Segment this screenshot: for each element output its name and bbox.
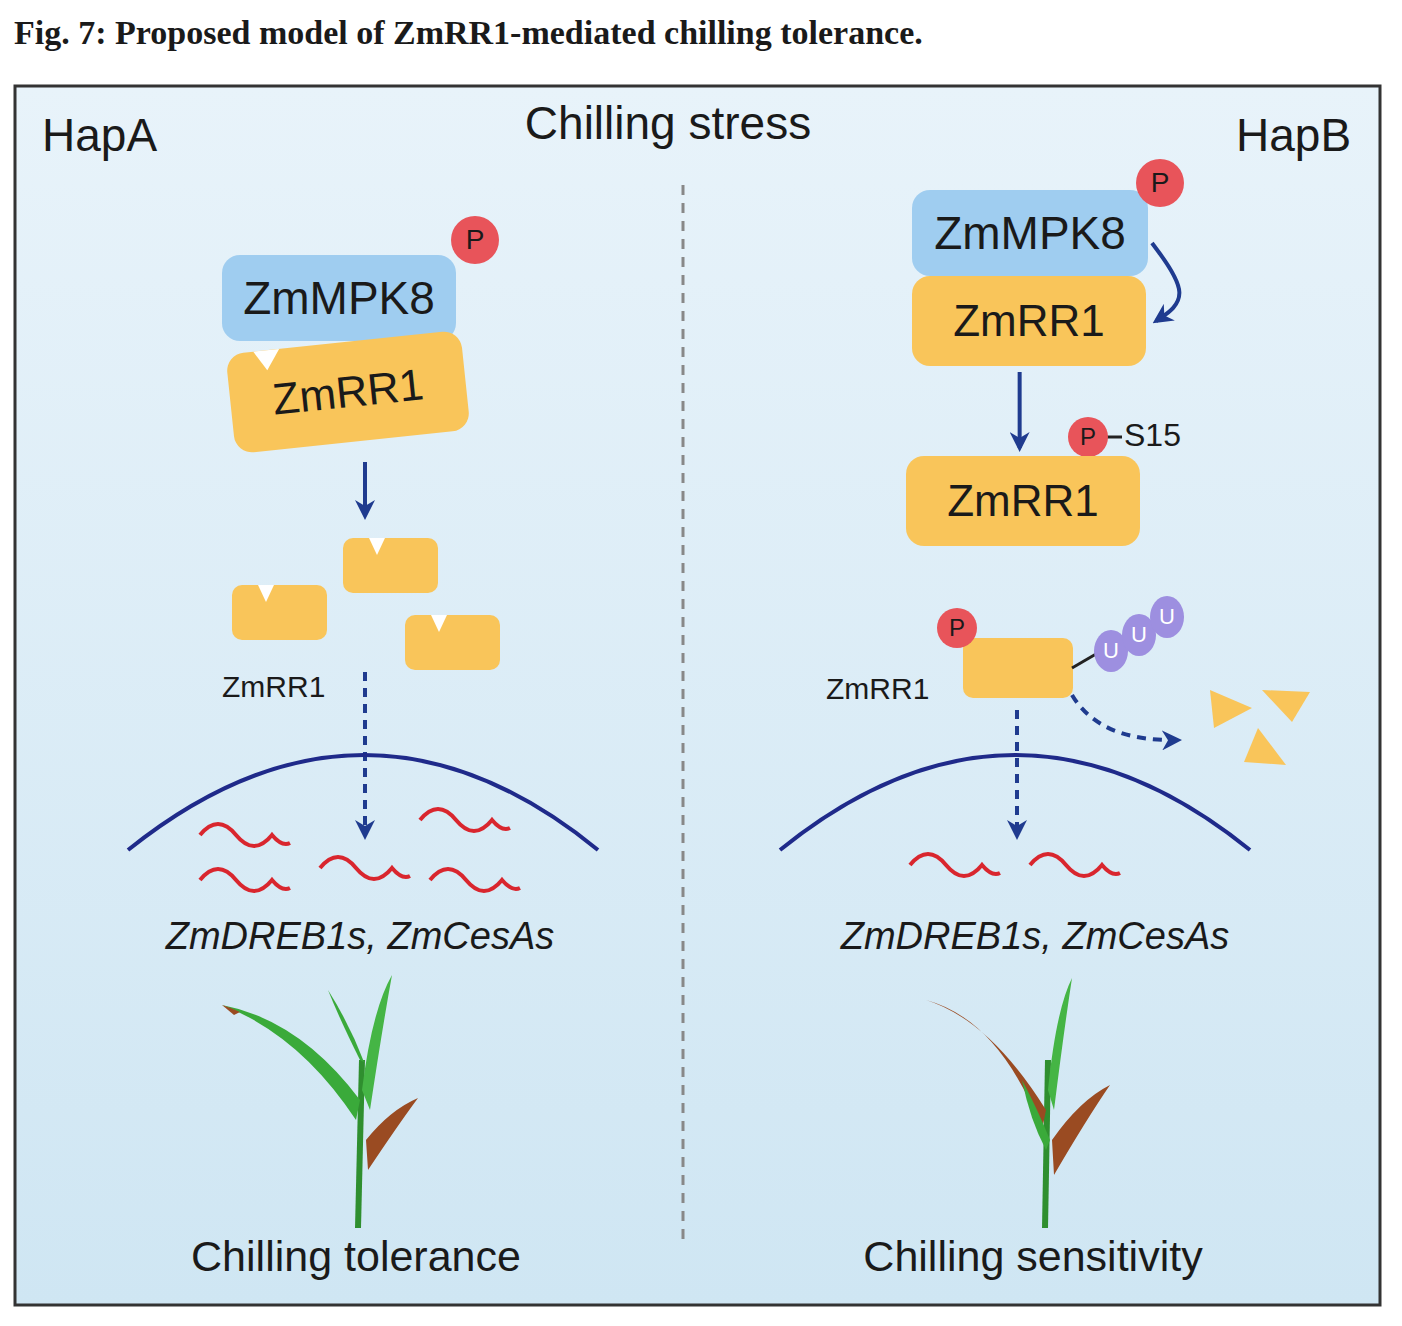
node-label: U xyxy=(1131,622,1147,648)
kinase-box: ZmMPK8 xyxy=(912,190,1148,276)
arrow xyxy=(363,462,367,516)
node-label: ZmRR1 xyxy=(953,296,1105,346)
phospho-mark: P xyxy=(937,608,977,648)
phospho-mark: P xyxy=(1068,417,1108,457)
protein-label: ZmRR1 xyxy=(826,672,929,706)
degraded-pieces xyxy=(1210,690,1310,765)
nucleus-envelope xyxy=(128,755,598,850)
dashed-arrow xyxy=(1072,695,1178,740)
plant xyxy=(926,978,1110,1228)
rr1-small xyxy=(963,638,1073,698)
plant xyxy=(222,975,418,1228)
kinase-box: ZmMPK8 xyxy=(222,255,456,341)
node-label: P xyxy=(949,614,965,642)
divider xyxy=(682,185,685,1240)
dashed-arrow xyxy=(1015,710,1019,836)
node-label: ZmRR1 xyxy=(947,476,1099,526)
rr1-fragments xyxy=(232,538,500,670)
mrna xyxy=(200,809,1120,891)
node-label: ZmMPK8 xyxy=(243,271,435,325)
node-label: P xyxy=(1151,167,1170,199)
ubiquitin: U xyxy=(1150,596,1184,638)
node-label: ZmMPK8 xyxy=(934,206,1126,260)
regulator-box: ZmRR1 xyxy=(906,456,1140,546)
regulator-box: ZmRR1 xyxy=(912,276,1146,366)
node-label: U xyxy=(1159,604,1175,630)
link xyxy=(1072,654,1096,668)
panel-frame xyxy=(15,86,1380,1305)
phenotype-label: Chilling sensitivity xyxy=(863,1232,1202,1281)
arrow-connector xyxy=(1152,243,1179,321)
phospho-mark: P xyxy=(1136,159,1184,207)
node-label: P xyxy=(466,224,485,256)
gene-label: ZmDREB1s, ZmCesAs xyxy=(841,915,1229,958)
haplotype-label: HapB xyxy=(1236,108,1351,162)
node-label: U xyxy=(1103,638,1119,664)
gene-label: ZmDREB1s, ZmCesAs xyxy=(166,915,554,958)
protein-label: ZmRR1 xyxy=(222,670,325,704)
figure-title: Fig. 7: Proposed model of ZmRR1-mediated… xyxy=(14,14,923,52)
condition-label: Chilling stress xyxy=(525,96,811,150)
haplotype-label: HapA xyxy=(42,108,157,162)
node-label: P xyxy=(1080,423,1096,451)
nucleus-envelope xyxy=(780,755,1250,850)
arrow-connector xyxy=(1018,372,1022,448)
regulator-box: ZmRR1 xyxy=(225,330,470,454)
site-label: S15 xyxy=(1124,417,1181,454)
phenotype-label: Chilling tolerance xyxy=(191,1232,521,1281)
phospho-mark: P xyxy=(451,216,499,264)
